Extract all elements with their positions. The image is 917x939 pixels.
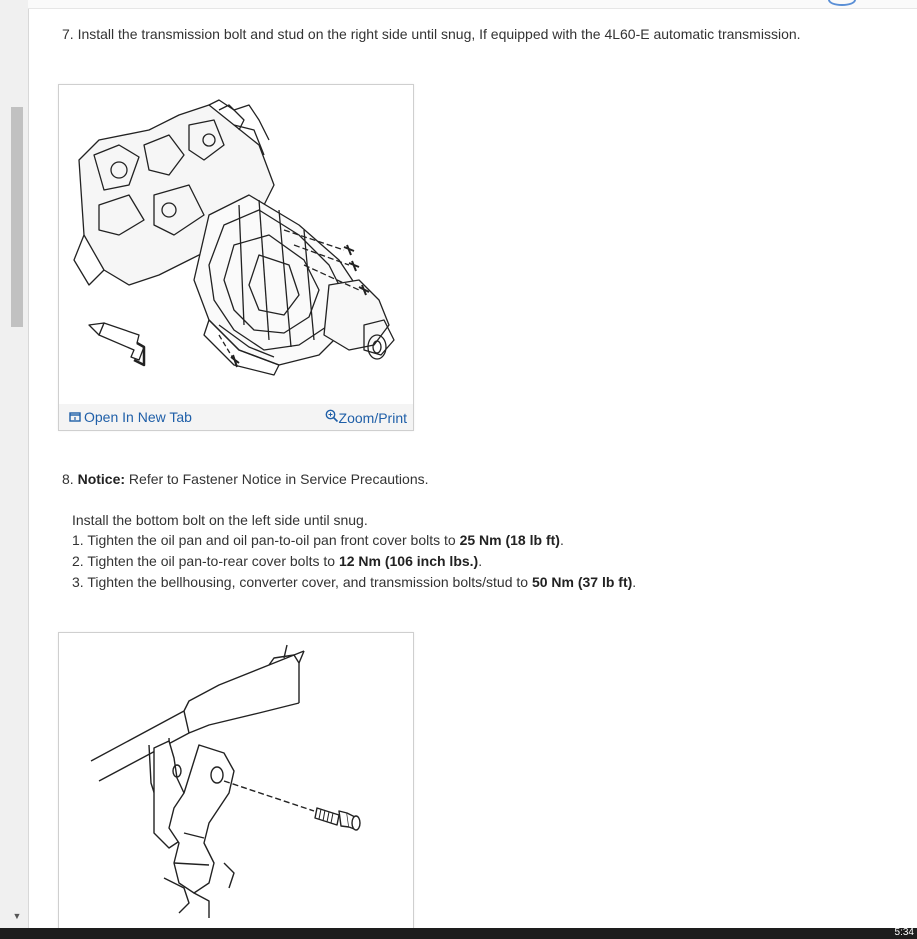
open-in-new-tab-link[interactable]: Open In New Tab bbox=[69, 409, 192, 425]
taskbar: 5:34 bbox=[0, 927, 917, 939]
bracket-bolt-illustration bbox=[90, 644, 361, 918]
substep-2-suffix: . bbox=[478, 553, 483, 569]
substep-3-prefix: 3. Tighten the bellhousing, converter co… bbox=[72, 574, 532, 590]
notice-label: Notice: bbox=[77, 471, 126, 487]
substep-1: 1. Tighten the oil pan and oil pan-to-oi… bbox=[72, 531, 564, 549]
figure-toolbar: Open In New Tab Zoom/Print bbox=[59, 404, 413, 430]
step-8-number: 8. bbox=[62, 471, 74, 487]
step-7-text: 7. Install the transmission bolt and stu… bbox=[62, 26, 801, 42]
figure-transmission: Open In New Tab Zoom/Print bbox=[58, 84, 414, 431]
scroll-down-arrow-icon[interactable]: ▼ bbox=[12, 911, 22, 921]
substep-1-torque: 25 Nm (18 lb ft) bbox=[459, 532, 560, 548]
open-in-new-tab-label: Open In New Tab bbox=[84, 409, 192, 425]
substep-1-prefix: 1. Tighten the oil pan and oil pan-to-oi… bbox=[72, 532, 460, 548]
zoom-magnifier-icon bbox=[325, 409, 338, 423]
substep-1-suffix: . bbox=[559, 532, 564, 548]
article-content: 7. Install the transmission bolt and stu… bbox=[28, 0, 917, 933]
substep-2: 2. Tighten the oil pan-to-rear cover bol… bbox=[72, 552, 482, 570]
zoom-print-link[interactable]: Zoom/Print bbox=[325, 409, 407, 426]
step-8-notice: 8. Notice: Refer to Fastener Notice in S… bbox=[62, 470, 429, 488]
transmission-illustration bbox=[73, 99, 395, 376]
substep-3-torque: 50 Nm (37 lb ft) bbox=[531, 574, 633, 590]
zoom-print-label: Zoom/Print bbox=[338, 410, 407, 426]
page-top-edge bbox=[28, 0, 917, 9]
substep-2-prefix: 2. Tighten the oil pan-to-rear cover bol… bbox=[72, 553, 339, 569]
substep-3-suffix: . bbox=[632, 574, 637, 590]
notice-text: Refer to Fastener Notice in Service Prec… bbox=[125, 471, 429, 487]
vertical-scrollbar[interactable]: ▼ bbox=[0, 0, 29, 928]
figure-bracket-bolt bbox=[58, 632, 414, 933]
substep-2-torque: 12 Nm (106 inch lbs.) bbox=[338, 553, 479, 569]
substep-3: 3. Tighten the bellhousing, converter co… bbox=[72, 573, 636, 591]
taskbar-clock: 5:34 bbox=[894, 927, 914, 938]
step-8-instruction: Install the bottom bolt on the left side… bbox=[72, 512, 368, 528]
open-new-tab-icon bbox=[69, 412, 81, 422]
scrollbar-thumb[interactable] bbox=[11, 107, 23, 327]
